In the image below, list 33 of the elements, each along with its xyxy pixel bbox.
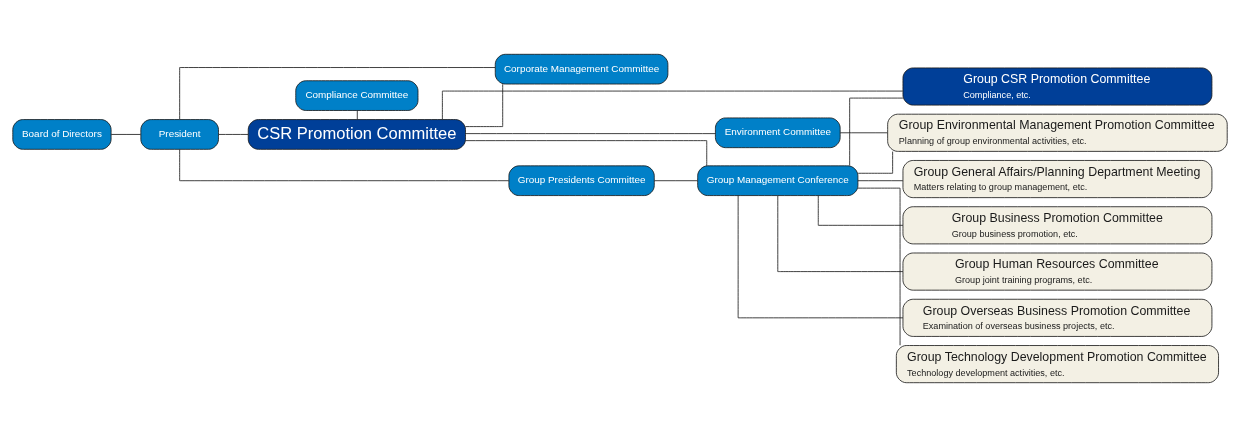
connector (465, 83, 504, 127)
node-box: Compliance Committee (295, 80, 419, 111)
node-box: CSR Promotion Committee (247, 119, 466, 150)
connector (356, 110, 358, 120)
connector (110, 134, 142, 135)
connector (817, 195, 904, 226)
node-box: Board of Directors (12, 119, 112, 150)
connector (839, 132, 888, 134)
node-box: President (140, 119, 219, 150)
node-box: Group Environmental Management Promotion Committee Planning of group environmental activities, etc. (887, 113, 1228, 152)
node-box: Group Business Promotion Committee Group business promotion, etc. (902, 206, 1213, 245)
node-box: Group CSR Promotion Committee Compliance, etc. (902, 67, 1213, 106)
connector (857, 151, 894, 174)
connector (179, 148, 510, 182)
connector (441, 90, 904, 120)
connector (857, 180, 904, 182)
node-box: Group Human Resources Committee Group joint training programs, etc. (902, 252, 1213, 291)
node-box: Group Overseas Business Promotion Committee Examination of overseas business projects, etc. (902, 298, 1213, 337)
connector (465, 133, 716, 135)
connector (465, 140, 708, 167)
node-box: Environment Committee (715, 117, 841, 149)
node-box: Group Technology Development Promotion Committee Technology development activities, etc. (895, 345, 1219, 384)
connector (857, 187, 901, 346)
node-box: Group Management Conference (697, 165, 859, 196)
connector (218, 134, 249, 135)
connector (653, 180, 698, 182)
node-box: Group Presidents Committee (508, 165, 655, 196)
connector (737, 195, 904, 319)
node-box: Group General Affairs/Planning Department Meeting Matters relating to group management, etc. (902, 160, 1213, 199)
connector (777, 195, 904, 272)
connector (179, 67, 496, 120)
connector (849, 97, 904, 166)
node-box: Corporate Management Committee (494, 53, 669, 85)
